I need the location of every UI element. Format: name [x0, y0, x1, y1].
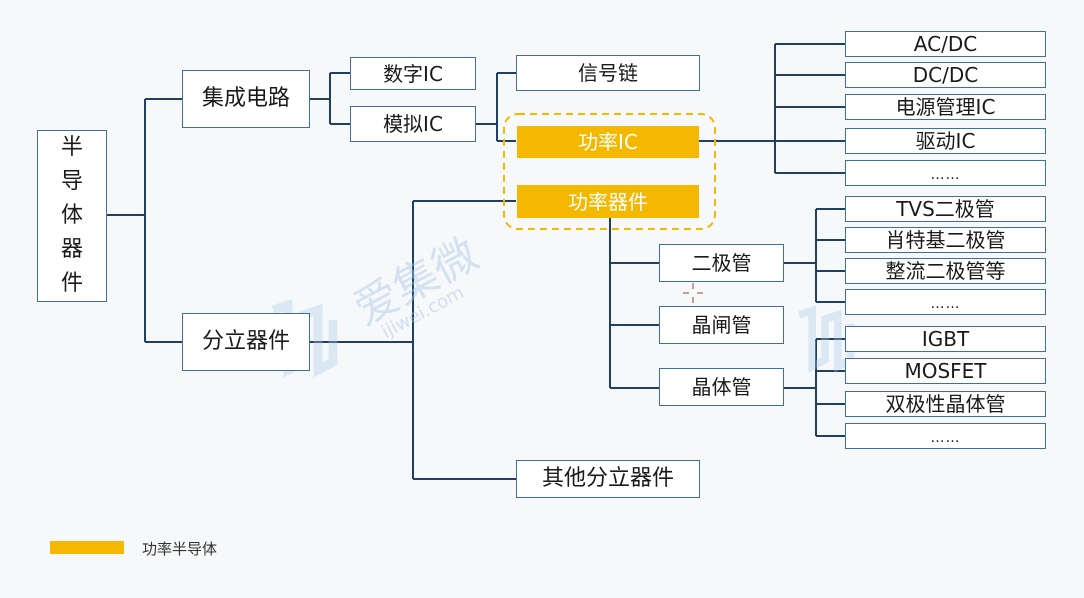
- root-label-char: 半: [60, 135, 83, 160]
- legend-label: 功率半导体: [142, 540, 218, 558]
- node-diode: 二极管: [659, 244, 784, 282]
- power-ic-child-node: 驱动IC: [845, 128, 1046, 154]
- node-thyristor: 晶闸管: [659, 306, 784, 344]
- node-signal-chain: 信号链: [516, 55, 700, 91]
- transistor-child-node: ……: [845, 423, 1046, 449]
- root-label-char: 件: [60, 271, 83, 296]
- node-analog-ic: 模拟IC: [350, 106, 476, 142]
- transistor-child-node: 双极性晶体管: [845, 391, 1046, 417]
- transistor-child-node: MOSFET: [845, 358, 1046, 384]
- node-power-ic: 功率IC: [517, 126, 699, 158]
- root-label-char: 器: [60, 237, 83, 262]
- root-node-semiconductor-devices: 半导体器件: [37, 130, 107, 302]
- diode-child-node: 整流二极管等: [845, 258, 1046, 284]
- node-integrated-circuit: 集成电路: [182, 70, 310, 128]
- root-label-char: 导: [60, 169, 83, 194]
- root-label-char: 体: [60, 203, 83, 228]
- diode-child-node: 肖特基二极管: [845, 227, 1046, 253]
- power-ic-child-node: 电源管理IC: [845, 94, 1046, 120]
- legend-swatch-power-semiconductor: [50, 541, 124, 554]
- power-ic-child-node: AC/DC: [845, 31, 1046, 57]
- node-power-device: 功率器件: [517, 185, 699, 218]
- power-ic-child-node: ……: [845, 160, 1046, 186]
- node-other-discrete: 其他分立器件: [516, 460, 700, 498]
- diode-child-node: ……: [845, 289, 1046, 315]
- node-transistor: 晶体管: [659, 368, 784, 406]
- power-ic-child-node: DC/DC: [845, 62, 1046, 88]
- node-digital-ic: 数字IC: [350, 57, 476, 90]
- node-discrete: 分立器件: [182, 313, 310, 371]
- crosshair-cursor: [683, 283, 703, 303]
- transistor-child-node: IGBT: [845, 326, 1046, 352]
- diode-child-node: TVS二极管: [845, 196, 1046, 222]
